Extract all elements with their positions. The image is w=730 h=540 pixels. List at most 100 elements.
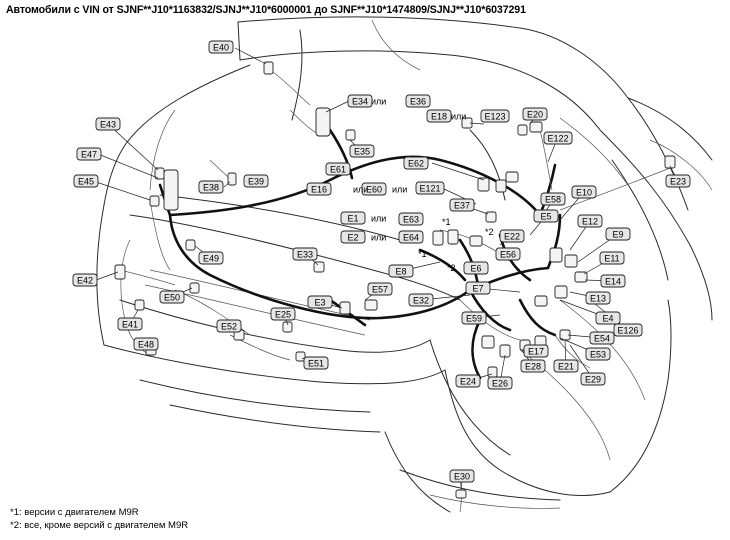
connector-label-text: E11: [604, 254, 619, 264]
connector-label-text: E26: [492, 379, 508, 389]
connector-label-box: [461, 311, 487, 325]
connector-label-box: [499, 229, 525, 243]
connector-label-e51: E51: [303, 356, 329, 370]
connector-label-box: [76, 147, 102, 161]
footnote-marker: *2: [447, 263, 456, 273]
connector-label-box: [540, 192, 566, 206]
connector-label-e34: E34: [347, 94, 373, 108]
connector-label-e54: E54: [589, 331, 615, 345]
connector-label-box: [605, 227, 631, 241]
connector-label-text: E22: [504, 232, 520, 242]
connector-label-text: E12: [582, 217, 598, 227]
connector-label-e13: E13: [585, 291, 611, 305]
connector-label-text: E18: [431, 112, 447, 122]
connector-label-box: [270, 307, 296, 321]
connector-label-text: E58: [545, 195, 561, 205]
connector-label-text: E21: [558, 362, 574, 372]
connector-label-box: [133, 337, 159, 351]
diagram-title: Автомобили с VIN от SJNF**J10*1163832/SJ…: [6, 4, 526, 16]
connector-label-e64: E64: [398, 230, 424, 244]
connector-label-text: E38: [203, 183, 219, 193]
connector-label-e50: E50: [159, 290, 185, 304]
connector-label-text: E2: [347, 233, 358, 243]
connector-label-text: E23: [670, 177, 686, 187]
connector-label-e63: E63: [398, 212, 424, 226]
connector-label-e47: E47: [76, 147, 102, 161]
connector-label-box: [520, 359, 546, 373]
connector-label-text: E13: [590, 294, 606, 304]
connector-label-box: [340, 211, 366, 225]
connector-label-e56: E56: [495, 247, 521, 261]
connector-label-box: [73, 174, 99, 188]
connector-label-text: E5: [540, 212, 551, 222]
connector-label-e2: E2: [340, 230, 366, 244]
wiring-harness: [119, 69, 671, 513]
footnote-marker: *2: [485, 227, 494, 237]
footnote-1: *1: версии с двигателем M9R: [10, 507, 139, 518]
connector-label-e4: E4: [595, 311, 621, 325]
connector-label-box: [367, 282, 393, 296]
or-word: или: [371, 97, 386, 107]
connector-label-text: E24: [460, 377, 476, 387]
connector-label-box: [243, 174, 269, 188]
connector-label-box: [198, 251, 224, 265]
connector-label-text: E51: [308, 359, 324, 369]
connector-label-text: E20: [527, 110, 543, 120]
connector-label-text: E14: [605, 277, 621, 287]
connector-label-e8: E8: [388, 264, 414, 278]
connector-label-e32: E32: [408, 293, 434, 307]
connector-label-box: [208, 40, 234, 54]
connector-label-box: [340, 230, 366, 244]
connector-label-text: E42: [77, 276, 93, 286]
connector-label-box: [580, 372, 606, 386]
connector-label-box: [449, 469, 475, 483]
connector-label-text: E17: [528, 347, 544, 357]
connector-label-box: [613, 323, 643, 337]
connector-label-text: E40: [213, 43, 229, 53]
connector-label-e21: E21: [553, 359, 579, 373]
connector-label-e53: E53: [585, 347, 611, 361]
connector-label-text: E123: [484, 112, 505, 122]
connector-label-e24: E24: [455, 374, 481, 388]
connector-label-e121: E121: [415, 181, 445, 195]
connector-label-text: E32: [413, 296, 429, 306]
connector-label-e42: E42: [72, 273, 98, 287]
connector-label-text: E9: [612, 230, 623, 240]
or-word: или: [392, 185, 407, 195]
connector-label-text: E28: [525, 362, 541, 372]
connector-label-box: [159, 290, 185, 304]
connector-label-box: [585, 347, 611, 361]
connector-label-box: [543, 131, 573, 145]
connector-label-e23: E23: [665, 174, 691, 188]
connector-label-e22: E22: [499, 229, 525, 243]
connector-label-box: [408, 293, 434, 307]
connector-label-text: E35: [354, 147, 370, 157]
connector-label-box: [307, 295, 333, 309]
connector-label-e1: E1: [340, 211, 366, 225]
connector-label-text: E52: [221, 322, 237, 332]
connector-label-text: E121: [419, 184, 440, 194]
connector-label-e20: E20: [522, 107, 548, 121]
connector-label-box: [495, 247, 521, 261]
connector-label-e11: E11: [599, 251, 625, 265]
footnote-marker: *1: [418, 249, 427, 259]
connector-label-text: E47: [81, 150, 97, 160]
connector-label-box: [595, 311, 621, 325]
connector-label-text: E7: [472, 284, 483, 294]
connector-label-box: [449, 198, 475, 212]
connector-label-text: E63: [403, 215, 419, 225]
connector-label-text: E57: [372, 285, 388, 295]
connector-label-text: E1: [347, 214, 358, 224]
connector-label-e28: E28: [520, 359, 546, 373]
connector-label-text: E39: [248, 177, 264, 187]
connector-label-box: [325, 162, 351, 176]
connector-label-text: E122: [547, 134, 568, 144]
connector-label-e43: E43: [95, 117, 121, 131]
or-word: или: [353, 185, 368, 195]
connector-label-e29: E29: [580, 372, 606, 386]
connector-label-text: E43: [100, 120, 116, 130]
connector-label-text: E33: [297, 250, 313, 260]
connector-label-box: [522, 107, 548, 121]
connector-label-box: [198, 180, 224, 194]
